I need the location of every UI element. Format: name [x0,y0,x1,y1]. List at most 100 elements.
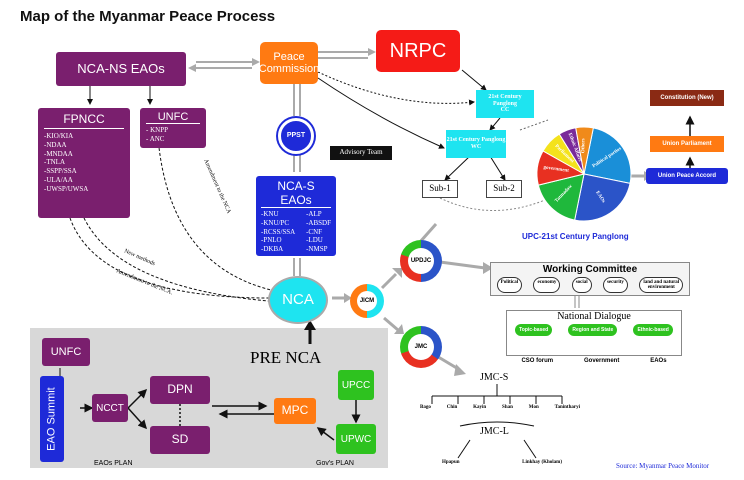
jmc-s-item: Chin [446,405,458,410]
nca-s-col1: -KNU-KNU/PC-RCSS/SSA-PNLO-DKBA [261,210,295,254]
jmc-s-title: JMC-S [480,372,509,383]
upwc-label: UPWC [340,433,372,445]
nca-s-member: -RCSS/SSA [261,227,296,236]
panglong-cc-box: 21st Century Panglong CC [476,90,534,118]
jmc-l-title: JMC-L [480,426,509,437]
upc-pie-caption: UPC-21st Century Panglong [522,232,629,241]
fpncc-member: -UWSP/UWSA [44,184,89,193]
panglong-wc-box: 21st Century Panglong WC [446,130,506,158]
unfc-title: UNFC [146,111,200,124]
national-dialogue-panel: National Dialogue Topic-based Region and … [506,310,682,356]
pie-slice [537,173,585,221]
unfc-pre-box: UNFC [42,338,90,366]
national-dialogue-title: National Dialogue [557,311,631,322]
page-title: Map of the Myanmar Peace Process [20,8,276,25]
unfc-pre-label: UNFC [50,345,82,358]
fpncc-box: FPNCC -KIO/KIA-NDAA-MNDAA-TNLA-SSPP/SSA-… [38,108,130,218]
national-dialogue-caption: EAOs [650,358,667,364]
nca-ns-eaos-box: NCA-NS EAOs [56,52,186,86]
nca-s-member: -KNU [261,210,279,218]
fpncc-member: -SSPP/SSA [44,167,77,175]
jmc-s-item: Shan [502,405,513,410]
jicm-donut: JICM [350,284,384,318]
unfc-members: - KNPP- ANC [146,126,200,144]
national-dialogue-item: Ethnic-based [633,324,673,336]
nrpc-box: NRPC [376,30,460,72]
jmc-donut: JMC [400,326,442,368]
dpn-label: DPN [167,382,193,397]
sub-2-box: Sub-2 [486,180,522,198]
pie-slice-label: EAOs [594,191,605,204]
jmc-label: JMC [408,334,434,360]
ppst-circle: PPST [278,118,314,154]
nca-s-member: -DKBA [261,245,284,253]
jmc-s-item: Mon [528,405,539,410]
ppst-label: PPST [286,132,306,140]
constitution-box: Constitution (New) [650,90,724,106]
working-committee-item: economy [533,277,561,293]
nca-s-col2: -ALP-ABSDF-CNF-LDU-NMSP [306,210,331,254]
nca-s-member: -CNF [306,227,323,236]
union-peace-accord-label: Union Peace Accord [657,172,717,179]
panglong-cc-line2: CC [500,107,510,114]
constitution-label: Constitution (New) [660,94,714,101]
arrow-label-amendment: Amendment to the NCA [202,158,232,215]
unfc-member: - KNPP [146,126,168,134]
nca-ns-title: NCA-NS EAOs [77,60,165,76]
jmc-l-item: Linkhay (Kholam) [522,460,562,465]
national-dialogue-caption: CSO forum [521,358,554,364]
peace-commission-line2: Commission [258,63,320,75]
advisory-team-box: Advisory Team [330,146,392,160]
jmc-s-item: Bago [420,405,431,410]
union-parliament-box: Union Parliament [650,136,724,152]
nca-label: NCA [282,290,314,308]
advisory-team-label: Advisory Team [339,148,383,157]
national-dialogue-captions: CSO forum Government EAOs [506,358,682,364]
upwc-box: UPWC [336,424,376,454]
nca-s-title: NCA-S EAOs [261,179,331,208]
fpncc-member: -KIO/KIA [44,132,74,140]
pie-slice [574,173,631,222]
pie-slice-label: government [543,165,569,173]
sub-1-box: Sub-1 [422,180,458,198]
source-note: Source: Myanmar Peace Monitor [616,462,710,470]
peace-commission-box: Peace Commission [258,42,320,84]
upcc-box: UPCC [338,370,374,400]
working-committee-title: Working Committee [542,264,638,275]
sd-label: SD [171,432,189,447]
sd-box: SD [150,426,210,454]
fpncc-members: -KIO/KIA-NDAA-MNDAA-TNLA-SSPP/SSA-ULA/AA… [44,132,124,193]
fpncc-member: -MNDAA [44,149,73,158]
union-parliament-label: Union Parliament [662,140,712,147]
union-peace-accord-box: Union Peace Accord [646,168,728,184]
pre-nca-label: PRE NCA [250,348,322,367]
updjc-donut: UPDJC [400,240,442,282]
arrow-label-amendment-2: Amendment to the NCA. [115,268,174,296]
ncct-label: NCCT [96,402,124,414]
national-dialogue-caption: Government [583,358,620,364]
unfc-box: UNFC - KNPP- ANC [140,108,206,148]
eao-summit-box: EAO Summit [40,376,64,462]
national-dialogue-item: Topic-based [515,324,553,336]
jmc-l-item: Hpapun [442,460,460,465]
peace-commission-line1: Peace [273,50,305,63]
arrow-label-new-methods: New methods [123,248,156,267]
eao-summit-label: EAO Summit [45,387,58,451]
national-dialogue-item: Region and State [568,324,618,336]
mpc-label: MPC [281,403,309,418]
sub-1-label: Sub-1 [429,183,451,194]
unfc-member: - ANC [146,134,165,143]
working-committee-item: land and natural environment [639,277,684,293]
nca-s-member: -ALP [306,210,322,218]
govs-plan-label: Gov's PLAN [316,460,354,467]
jmc-l-items: Hpapun Linkhay (Kholam) [442,460,562,465]
working-committee-item: security [602,277,628,293]
jmc-s-item: Tanintharyi [554,405,580,410]
upcc-label: UPCC [341,379,371,391]
eaos-plan-label: EAOs PLAN [94,460,133,467]
fpncc-title: FPNCC [44,112,124,129]
